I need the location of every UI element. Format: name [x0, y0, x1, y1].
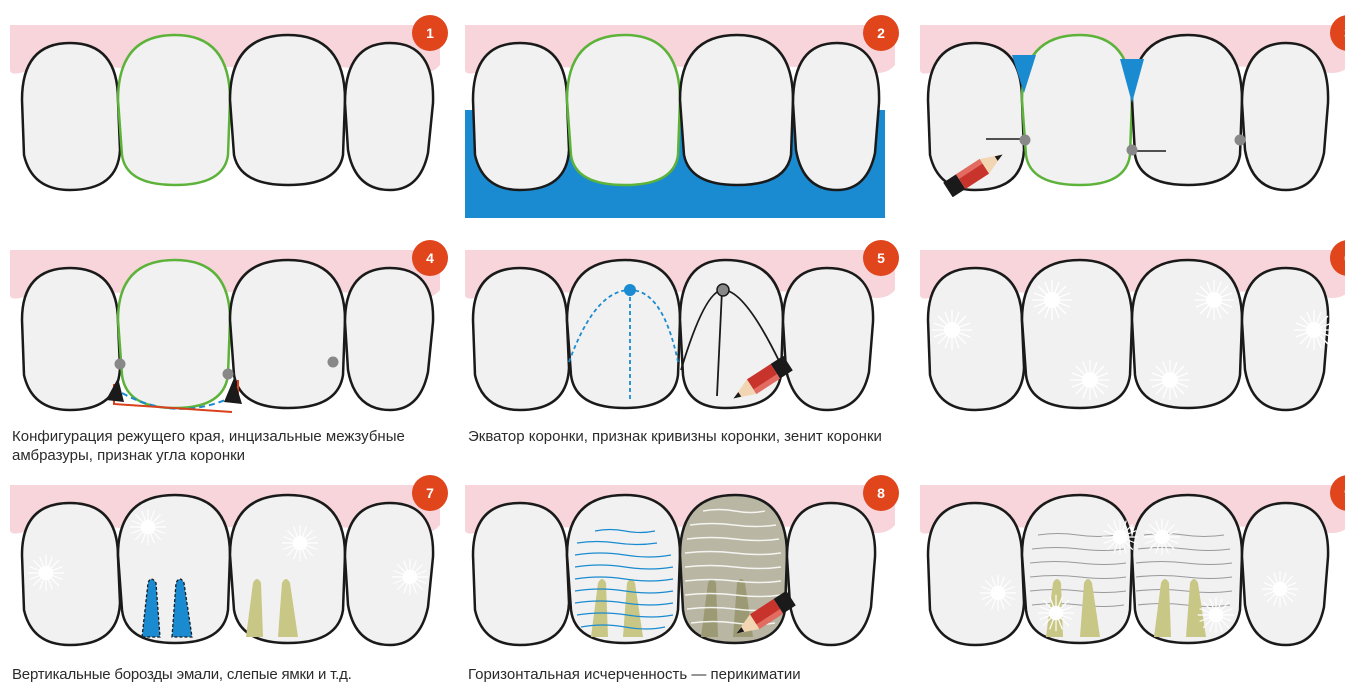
- caption-step-7: Вертикальные борозды эмали, слепые ямки …: [12, 665, 442, 684]
- step-number-badge: 7: [412, 475, 448, 511]
- step-number-badge: 5: [863, 240, 899, 276]
- panel-step-2: 2: [465, 25, 895, 220]
- panel-step-6: 6: [920, 250, 1345, 445]
- panel-step-8: 8: [465, 485, 895, 680]
- step-number-badge: 8: [863, 475, 899, 511]
- step-number-badge: 1: [412, 15, 448, 51]
- panel-step-9: 9: [920, 485, 1345, 680]
- panel-step-7: 7: [10, 485, 440, 680]
- panel-step-5: 5: [465, 250, 895, 445]
- step-number-badge: 2: [863, 15, 899, 51]
- panel-step-4: 4: [10, 250, 440, 445]
- caption-step-8: Горизонтальная исчерченность — перикимат…: [468, 665, 898, 684]
- caption-step-5: Экватор коронки, признак кривизны коронк…: [468, 427, 888, 446]
- caption-step-4: Конфигурация режущего края, инцизальные …: [12, 427, 417, 465]
- panel-step-3: 3: [920, 25, 1345, 220]
- step-number-badge: 4: [412, 240, 448, 276]
- panel-step-1: 1: [10, 25, 440, 220]
